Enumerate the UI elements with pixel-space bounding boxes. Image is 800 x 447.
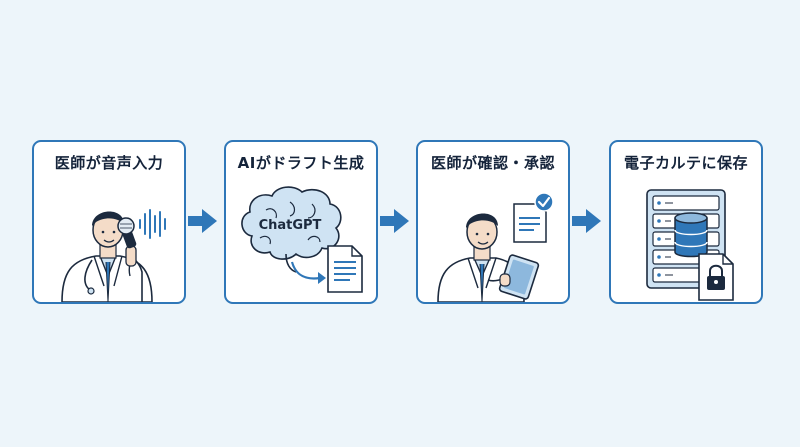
step-card-voice-input: 医師が音声入力 (32, 140, 186, 304)
arrow-right-icon (572, 209, 601, 233)
step-title: 医師が音声入力 (54, 154, 164, 172)
step-title: AIがドラフト生成 (237, 154, 365, 172)
server-lock-icon (646, 189, 734, 301)
arrow-right-icon (380, 209, 409, 233)
arrow-right-icon (188, 209, 217, 233)
brain-label: ChatGPT (259, 218, 322, 233)
step-card-ai-draft: AIがドラフト生成 ChatGPT (224, 140, 378, 304)
doctor-microphone-icon (61, 209, 166, 302)
step-card-save-emr: 電子カルテに保存 (609, 140, 763, 304)
step-title: 電子カルテに保存 (623, 154, 748, 172)
step-card-review-approve: 医師が確認・承認 (416, 140, 570, 304)
step-title: 医師が確認・承認 (430, 154, 555, 172)
doctor-tablet-check-icon (437, 192, 554, 302)
brain-document-icon: ChatGPT (241, 186, 363, 293)
